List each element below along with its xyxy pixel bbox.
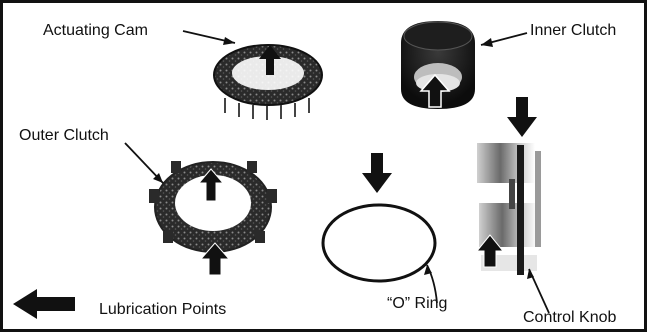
o-ring-label: “O” Ring	[387, 295, 448, 312]
outer-clutch-bottom-lubrication-arrow-icon	[199, 242, 231, 276]
diagram-artwork	[13, 21, 550, 319]
lubrication-point-arrow-icon	[13, 289, 75, 319]
outer-clutch-top-lubrication-arrow-icon	[197, 168, 225, 202]
actuating-cam-label: Actuating Cam	[43, 22, 148, 39]
inner-clutch-label: Inner Clutch	[530, 22, 617, 39]
o-ring-part	[321, 203, 437, 283]
inner-clutch-lubrication-arrow-icon	[419, 73, 451, 108]
control-knob-label: Control Knob	[523, 309, 617, 326]
legend-label: Lubrication Points	[99, 301, 227, 318]
o-ring-lubrication-arrow-icon	[362, 153, 392, 193]
cam-lubrication-arrow-icon	[259, 45, 281, 75]
outer-clutch-label: Outer Clutch	[19, 127, 109, 144]
control-knob-bottom-lubrication-arrow-icon	[475, 234, 505, 268]
outer-clutch-part	[149, 161, 277, 253]
control-knob-top-lubrication-arrow-icon	[507, 97, 537, 137]
